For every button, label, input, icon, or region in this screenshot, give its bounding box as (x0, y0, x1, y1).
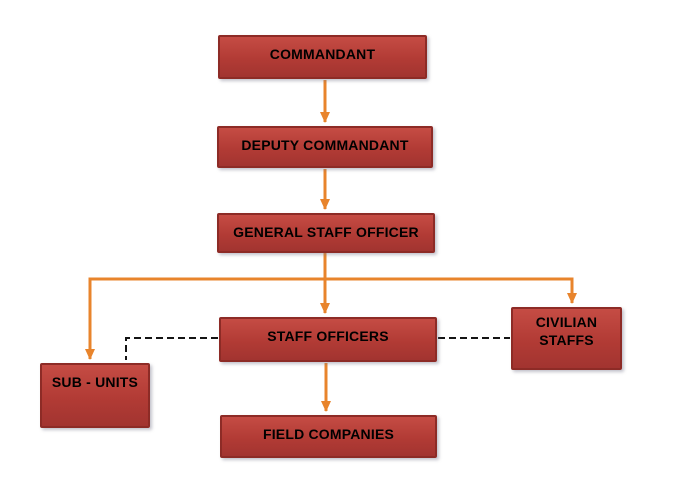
node-commandant-label: COMMANDANT (269, 46, 376, 62)
node-sub-units-label: SUB - UNITS (51, 374, 139, 390)
node-commandant: COMMANDANT (218, 35, 427, 79)
node-staff-officers-label: STAFF OFFICERS (267, 328, 389, 344)
node-civilian-staffs: CIVILIAN STAFFS (511, 307, 622, 370)
node-deputy-commandant: DEPUTY COMMANDANT (217, 126, 433, 168)
node-general-staff-officer-label: GENERAL STAFF OFFICER (233, 224, 419, 240)
node-civilian-staffs-label: CIVILIAN STAFFS (535, 314, 598, 348)
node-deputy-commandant-label: DEPUTY COMMANDANT (241, 137, 409, 153)
node-sub-units: SUB - UNITS (40, 363, 150, 428)
node-field-companies: FIELD COMPANIES (220, 415, 437, 458)
node-field-companies-label: FIELD COMPANIES (262, 426, 395, 442)
edge-staff-officers-to-sub-units-dashed (125, 337, 218, 360)
node-general-staff-officer: GENERAL STAFF OFFICER (217, 213, 435, 253)
node-staff-officers: STAFF OFFICERS (219, 317, 437, 362)
